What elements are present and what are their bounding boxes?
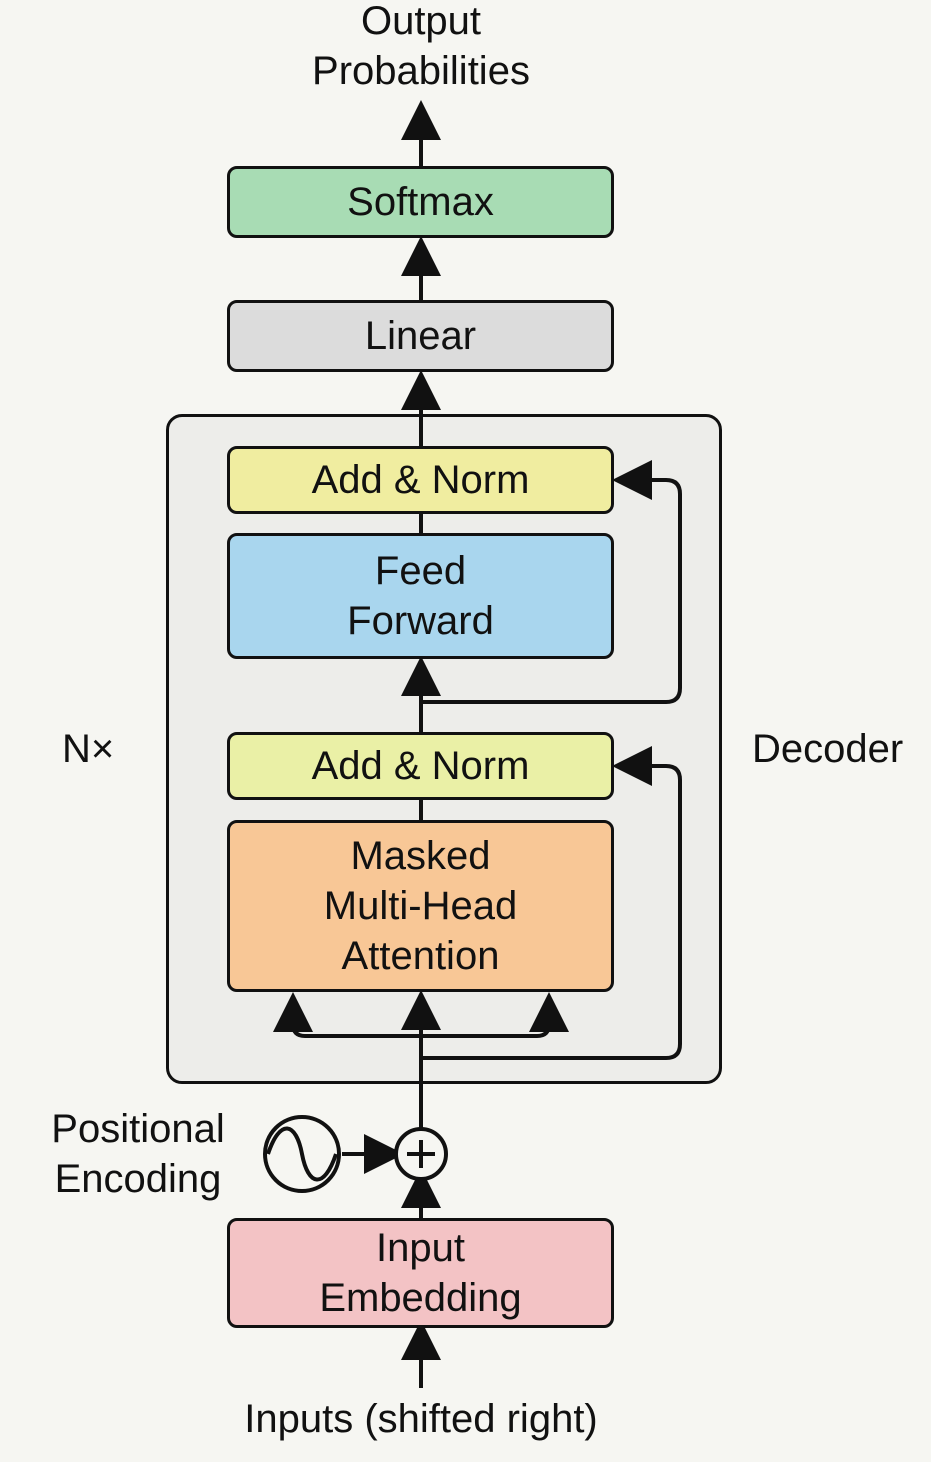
input-embedding-block: Input Embedding xyxy=(227,1218,614,1328)
output-probabilities-label: Output Probabilities xyxy=(312,0,530,93)
add-norm-top-block: Add & Norm xyxy=(227,446,614,514)
positional-encoding-label: Positional Encoding xyxy=(51,1107,225,1201)
feed-forward-block: Feed Forward xyxy=(227,533,614,659)
arrow-to-attention-right xyxy=(421,992,569,1038)
residual-connection-2 xyxy=(421,460,682,704)
add-norm-bottom-block: Add & Norm xyxy=(227,732,614,800)
plus-circle-icon xyxy=(394,1127,448,1181)
residual-connection-1 xyxy=(421,746,682,1060)
softmax-block: Softmax xyxy=(227,166,614,238)
arrow-to-attention-left xyxy=(273,992,421,1038)
sine-wave-icon xyxy=(263,1115,341,1193)
linear-block: Linear xyxy=(227,300,614,372)
repeat-count-label: N× xyxy=(62,727,115,771)
masked-multi-head-attention-block: Masked Multi-Head Attention xyxy=(227,820,614,992)
inputs-label: Inputs (shifted right) xyxy=(244,1397,598,1441)
decoder-label: Decoder xyxy=(752,727,904,771)
